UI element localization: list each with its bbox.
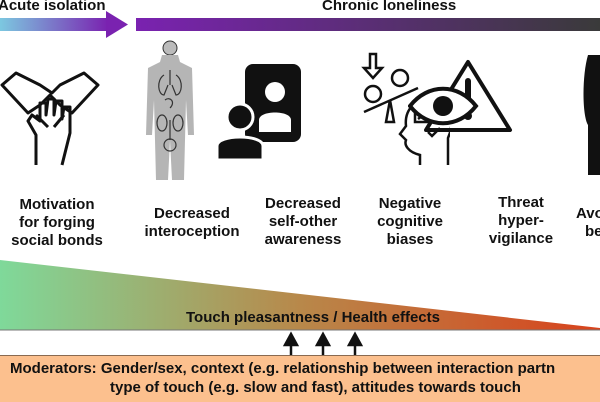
chronic-loneliness-label: Chronic loneliness — [322, 0, 457, 14]
moderators-line-1: Moderators: Gender/sex, context (e.g. re… — [10, 360, 556, 377]
moderator-arrows — [282, 331, 364, 355]
avoidance-figure-icon — [583, 55, 600, 175]
effect-label: Touch pleasantness / Health effects — [186, 309, 440, 326]
chronic-bar — [136, 18, 600, 31]
timeline-arrows — [0, 11, 600, 38]
acute-arrow — [0, 11, 128, 38]
organs-icon — [156, 70, 184, 152]
moderators-box: Moderators: Gender/sex, context (e.g. re… — [0, 355, 600, 402]
moderators-line-2: type of touch (e.g. slow and fast), atti… — [110, 379, 521, 396]
hands-icon — [0, 71, 100, 166]
self-other-icon — [215, 64, 301, 162]
head-icon — [398, 96, 450, 165]
seesaw-icon — [363, 86, 419, 124]
threat-vigilance-icon — [408, 60, 512, 132]
eye-icon — [408, 86, 479, 126]
body-organs-icon — [146, 40, 194, 180]
effect-triangle — [0, 260, 600, 355]
down-arrow-icon — [361, 52, 385, 80]
acute-isolation-label: Acute isolation — [0, 0, 106, 14]
